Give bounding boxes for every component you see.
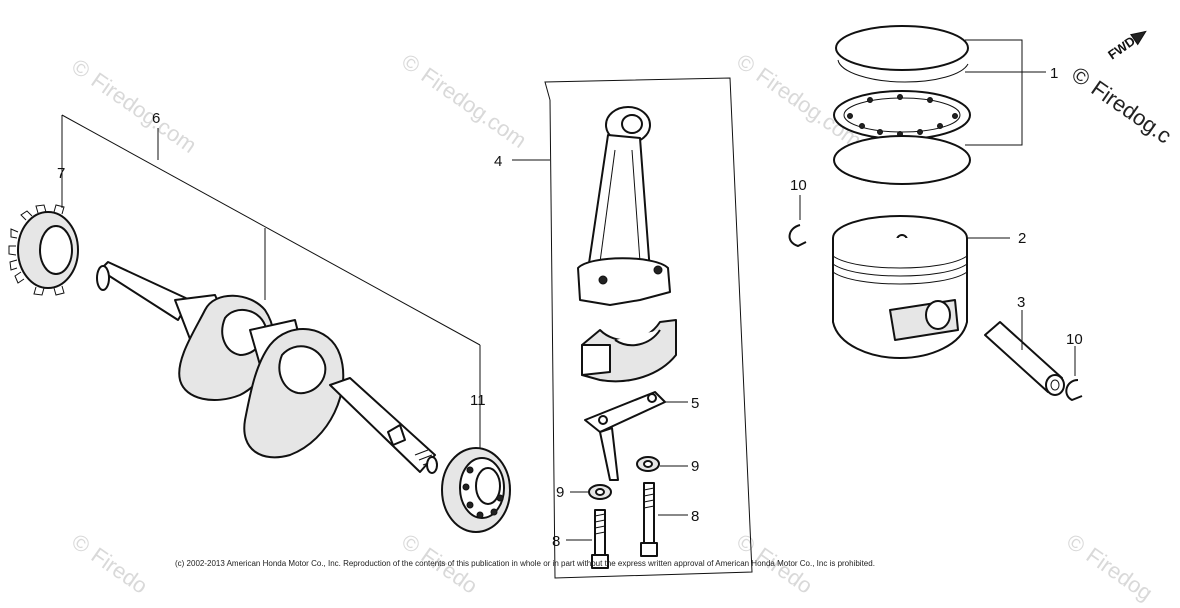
callout-9a: 9 [556, 484, 564, 501]
svg-text:Firedog.com: Firedog.com [417, 62, 532, 153]
callout-7: 7 [57, 165, 65, 182]
svg-text:©: © [397, 49, 425, 79]
callout-1: 1 [1050, 65, 1058, 82]
piston-ring-set [833, 25, 971, 185]
watermark: © Firedog.com [397, 49, 531, 153]
svg-text:©: © [732, 529, 760, 559]
piston [832, 215, 968, 359]
connecting-rod [577, 106, 671, 306]
oil-dipper-washer [636, 456, 660, 472]
watermark: © Firedog [1062, 529, 1157, 606]
fwd-corner: © Firedog.c FWD [1067, 30, 1176, 149]
rod-bolt [640, 482, 658, 557]
svg-text:©: © [67, 54, 95, 84]
fwd-arrow-icon [1129, 30, 1147, 46]
leader-line [965, 39, 1023, 146]
assembly-bracket [544, 77, 753, 579]
connecting-rod-group: 4 5 [494, 77, 753, 579]
svg-text:Firedog.com: Firedog.com [87, 67, 202, 158]
svg-text:©: © [397, 529, 425, 559]
svg-text:Firedog: Firedog [1082, 542, 1157, 605]
timing-gear [8, 204, 79, 296]
rod-bolt [591, 509, 609, 569]
callout-2: 2 [1018, 230, 1026, 247]
callout-8b: 8 [691, 508, 699, 525]
leader-line [61, 114, 481, 346]
svg-text:©: © [1062, 529, 1090, 559]
callout-5: 5 [691, 395, 699, 412]
watermark: © Firedo [67, 529, 152, 599]
crankshaft-group: 6 7 11 [8, 110, 511, 533]
svg-text:©: © [1067, 62, 1095, 92]
callout-11: 11 [470, 392, 486, 409]
callout-4: 4 [494, 153, 502, 170]
svg-text:Firedog.c: Firedog.c [1087, 75, 1176, 148]
svg-text:Firedo: Firedo [417, 542, 482, 598]
svg-text:©: © [732, 49, 760, 79]
svg-text:Firedo: Firedo [87, 542, 152, 598]
callout-10a: 10 [790, 177, 807, 194]
callout-10b: 10 [1066, 331, 1083, 348]
ball-bearing [441, 447, 511, 533]
piston-group: 1 2 3 10 10 [788, 25, 1083, 401]
callout-6: 6 [152, 110, 160, 127]
crankshaft [96, 261, 438, 474]
callout-8a: 8 [552, 533, 560, 550]
watermark: © Firedog.com [67, 54, 201, 158]
rod-cap [581, 319, 677, 383]
watermark-dark: © Firedog.c [1067, 62, 1176, 149]
oil-dipper-washer [588, 484, 612, 500]
piston-pin-clip [1065, 379, 1083, 401]
copyright-notice: (c) 2002-2013 American Honda Motor Co., … [175, 559, 875, 568]
piston-pin-clip [788, 224, 807, 247]
piston-pin [984, 321, 1065, 396]
svg-text:©: © [67, 529, 95, 559]
callout-9b: 9 [691, 458, 699, 475]
svg-text:Firedo: Firedo [752, 542, 817, 598]
fwd-arrow: FWD [1105, 30, 1147, 62]
callout-3: 3 [1017, 294, 1025, 311]
